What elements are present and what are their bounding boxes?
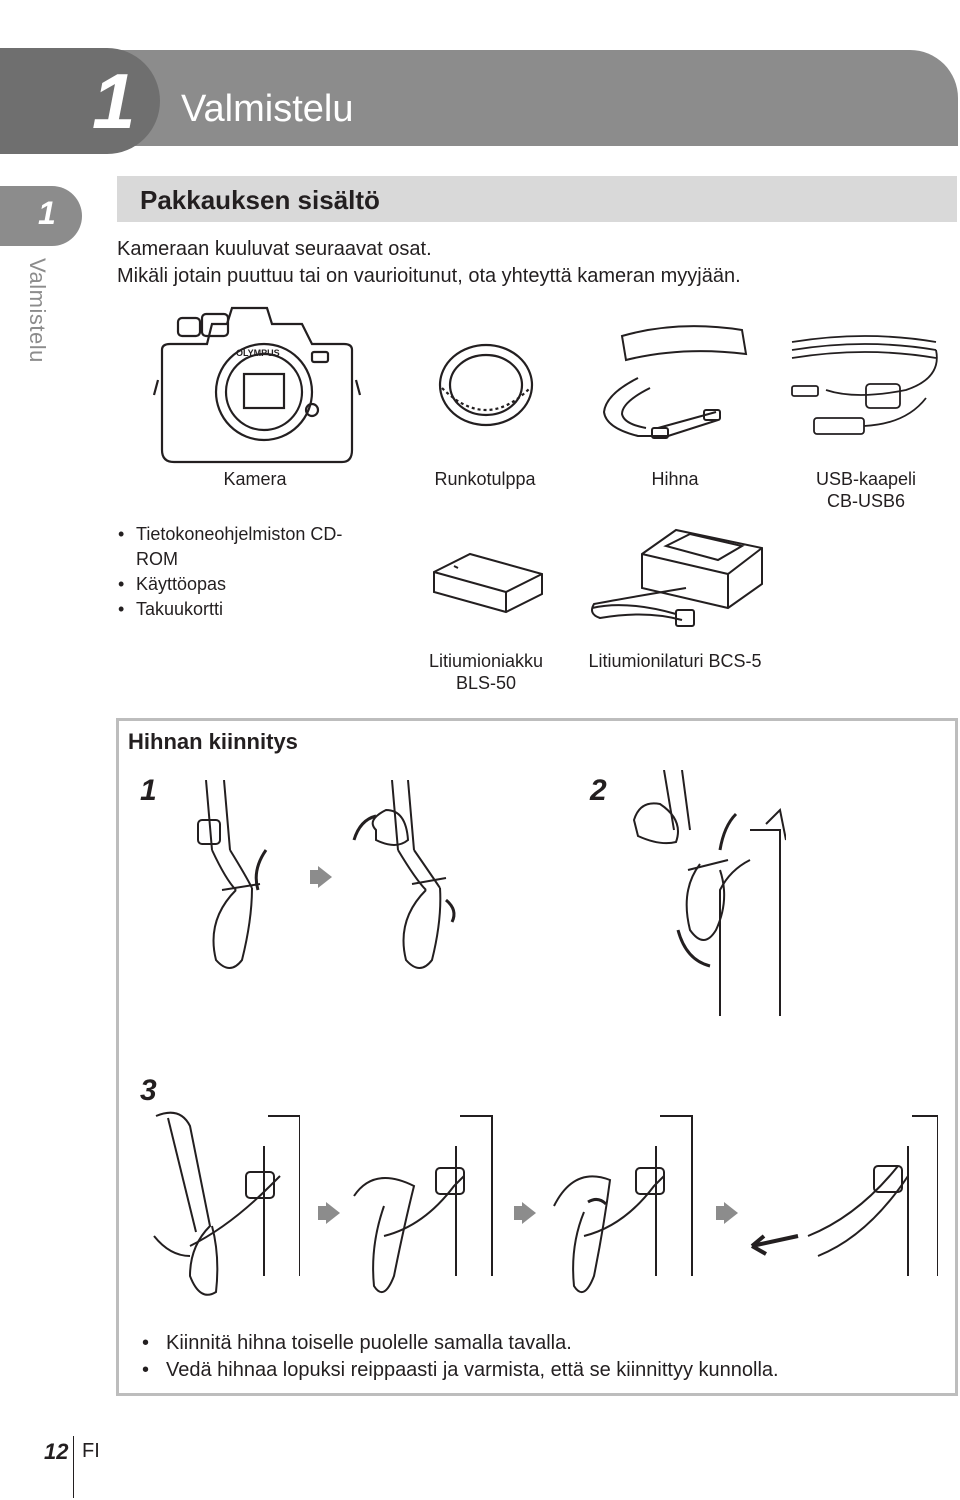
step-arrow-head (522, 1202, 536, 1224)
extras-list: Tietokoneohjelmiston CD-ROM Käyttöopas T… (118, 522, 368, 622)
step-arrow (318, 1206, 326, 1220)
caption-usb-line-2: CB-USB6 (826, 491, 906, 511)
caption-battery-line-2: BLS-50 (455, 673, 517, 693)
language-code: FI (82, 1440, 100, 1462)
section-title: Pakkauksen sisältö (140, 185, 380, 215)
caption-camera: Kamera (223, 469, 287, 489)
usb-cable-illustration (791, 335, 938, 435)
caption-usb-cable: USB-kaapeli CB-USB6 (796, 468, 936, 512)
section-title-bar (117, 176, 957, 222)
step-3-illustration-a (153, 1111, 300, 1296)
chapter-number: 1 (92, 57, 136, 145)
intro-line-2: Mikäli jotain puuttuu tai on vaurioitunu… (117, 265, 741, 287)
step-arrow-head (326, 1202, 340, 1224)
side-tab-label: Valmistelu (25, 258, 50, 363)
intro-line-1: Kameraan kuuluvat seuraavat osat. (117, 238, 432, 260)
extras-item: Käyttöopas (118, 572, 368, 597)
footer-divider (73, 1436, 74, 1498)
note-item: Vedä hihnaa lopuksi reippaasti ja varmis… (142, 1357, 779, 1384)
step-1-illustration-a (197, 780, 268, 969)
extras-item: Takuukortti (118, 597, 368, 622)
camera-brand-text: OLYMPUS (236, 348, 280, 358)
caption-usb-line-1: USB-kaapeli (815, 469, 917, 489)
step-number-1: 1 (140, 774, 157, 807)
chapter-number-box (0, 48, 160, 154)
step-arrow (716, 1206, 724, 1220)
caption-body-cap: Runkotulppa (434, 469, 536, 489)
camera-illustration: OLYMPUS (152, 306, 362, 464)
step-3-illustration-c (553, 1115, 693, 1294)
side-tab (0, 186, 82, 246)
strap-notes: Kiinnitä hihna toiselle puolelle samalla… (142, 1330, 779, 1384)
strap-illustration (602, 325, 748, 439)
step-number-3: 3 (140, 1074, 157, 1107)
step-3-illustration-b (353, 1115, 493, 1294)
strap-attachment-title: Hihnan kiinnitys (128, 729, 298, 754)
page-number: 12 (44, 1439, 69, 1464)
step-arrow (310, 870, 318, 884)
top-margin (0, 0, 960, 48)
intro-text: Kameraan kuuluvat seuraavat osat. Mikäli… (117, 236, 741, 290)
caption-strap: Hihna (651, 469, 699, 489)
strap-attachment-panel (116, 718, 958, 1396)
step-1-illustration-b (352, 780, 456, 969)
caption-charger: Litiumionilaturi BCS-5 (588, 651, 762, 671)
caption-battery: Litiumioniakku BLS-50 (416, 650, 556, 694)
step-arrow-head (318, 866, 332, 888)
chapter-title: Valmistelu (181, 88, 354, 130)
extras-item: Tietokoneohjelmiston CD-ROM (118, 522, 368, 572)
charger-illustration (591, 528, 763, 627)
step-arrow-head (724, 1202, 738, 1224)
caption-battery-line-1: Litiumioniakku (428, 651, 544, 671)
note-item: Kiinnitä hihna toiselle puolelle samalla… (142, 1330, 779, 1357)
step-number-2: 2 (590, 774, 607, 807)
step-3-illustration-d (750, 1115, 938, 1276)
side-tab-number: 1 (38, 195, 56, 231)
body-cap-illustration (438, 343, 534, 427)
step-2-illustration (632, 770, 786, 1016)
step-arrow (514, 1206, 522, 1220)
battery-illustration (433, 552, 543, 614)
